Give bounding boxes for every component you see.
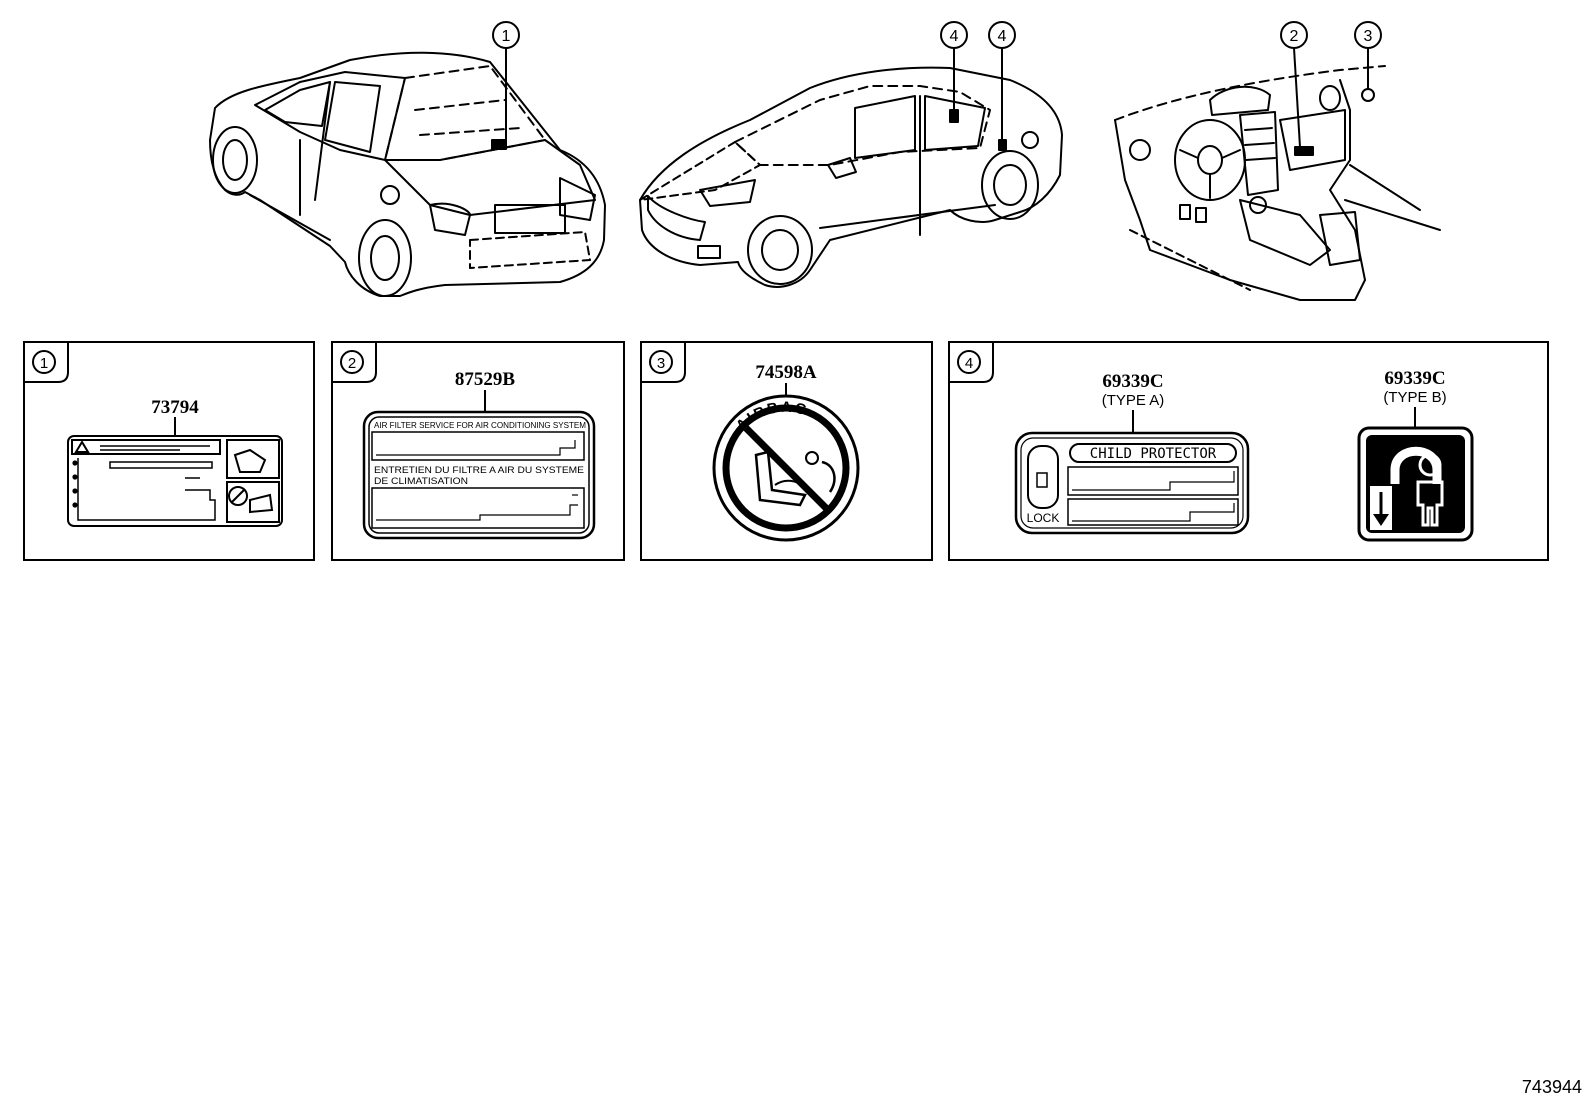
car-rear-view [209, 51, 606, 297]
callout-2-car: 2 [1280, 21, 1308, 148]
panel-index: 2 [348, 355, 356, 372]
panel-4: 4 69339C (TYPE A) LOCK CHILD PROTECTOR 6… [948, 341, 1549, 561]
air-filter-label: AIR FILTER SERVICE FOR AIR CONDITIONING … [362, 410, 596, 540]
part-number-type-b: 69339C [1384, 368, 1445, 389]
label-heading-fr-1: ENTRETIEN DU FILTRE A AIR DU SYSTEME [374, 465, 584, 475]
part-number: 87529B [455, 369, 516, 390]
callout-number: 2 [1290, 28, 1299, 45]
panel-3: 3 74598A AIRBAG [640, 341, 933, 561]
child-protector-label-type-b [1357, 426, 1474, 542]
panel-2: 2 87529B AIR FILTER SERVICE FOR AIR COND… [331, 341, 625, 561]
airbag-label-location [1361, 88, 1375, 102]
label-heading-en: AIR FILTER SERVICE FOR AIR CONDITIONING … [374, 420, 586, 430]
tire-pressure-label [67, 435, 283, 527]
callout-4b-car: 4 [988, 21, 1016, 142]
callout-number: 4 [998, 28, 1007, 45]
panel-1: 1 73794 [23, 341, 315, 561]
type-a-caption: (TYPE A) [1102, 392, 1165, 409]
callout-4a-car: 4 [940, 21, 968, 112]
callout-number: 4 [950, 28, 959, 45]
label-heading-fr-2: DE CLIMATISATION [374, 476, 468, 486]
child-protector-title: CHILD PROTECTOR [1090, 446, 1217, 462]
callout-3-car: 3 [1354, 21, 1382, 89]
callout-number: 1 [502, 28, 511, 45]
callout-number: 3 [1364, 28, 1373, 45]
part-number-type-a: 69339C [1102, 371, 1163, 392]
interior-dashboard [1114, 65, 1441, 301]
panel-index: 4 [965, 355, 973, 372]
type-b-caption: (TYPE B) [1383, 389, 1446, 406]
panel-index: 1 [40, 355, 48, 372]
diagram-id: 743944 [1522, 1077, 1582, 1097]
child-protector-label-type-a: LOCK CHILD PROTECTOR [1014, 431, 1250, 535]
panel-index: 3 [657, 355, 665, 372]
lock-text: LOCK [1027, 511, 1060, 525]
part-number: 73794 [151, 397, 199, 418]
part-number: 74598A [755, 362, 817, 383]
callout-1-car: 1 [492, 21, 520, 140]
car-front-view [639, 66, 1063, 288]
airbag-warning-label: AIRBAG [712, 394, 860, 542]
